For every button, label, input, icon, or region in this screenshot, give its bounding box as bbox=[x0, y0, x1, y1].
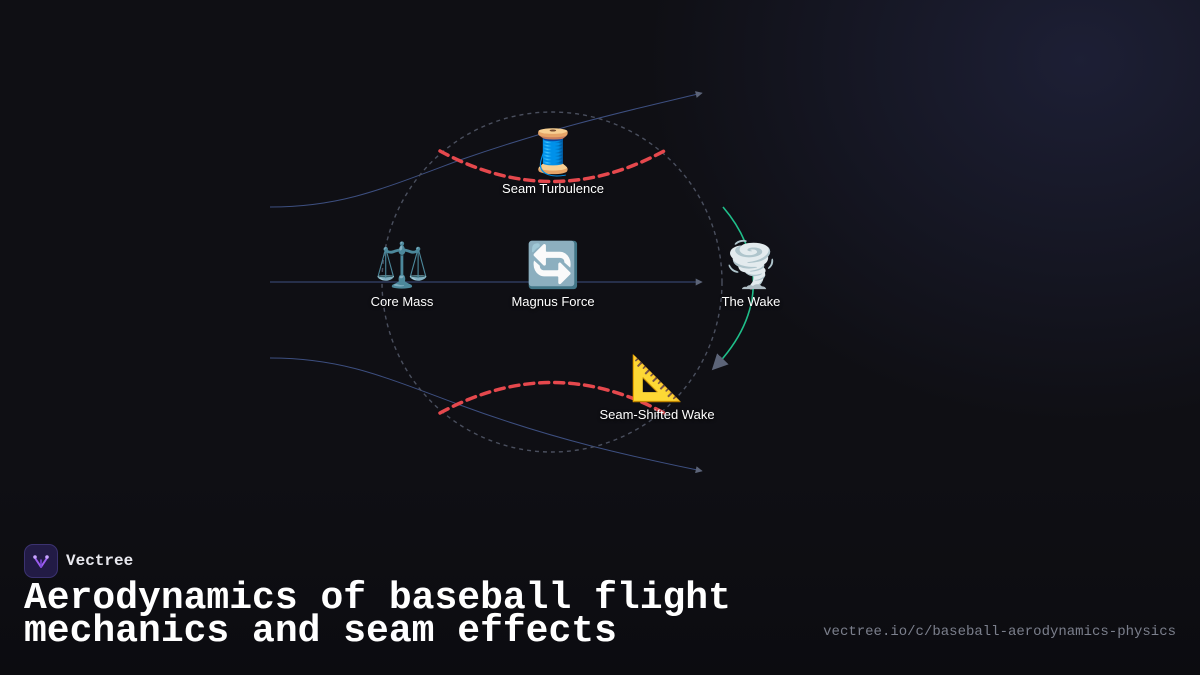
node-magnus-force: 🔄 Magnus Force bbox=[473, 240, 633, 310]
spool-of-thread-icon: 🧵 bbox=[525, 127, 581, 178]
balance-scale-icon: ⚖️ bbox=[374, 240, 430, 291]
baseball-outline bbox=[381, 111, 723, 453]
node-label: Magnus Force bbox=[511, 294, 595, 309]
wake-arc bbox=[711, 206, 755, 371]
node-seam-shifted-wake: 📐 Seam-Shifted Wake bbox=[577, 353, 737, 423]
page-url[interactable]: vectree.io/c/baseball-aerodynamics-physi… bbox=[823, 624, 1176, 640]
node-label: The Wake bbox=[721, 294, 781, 309]
node-label: Seam Turbulence bbox=[502, 181, 604, 196]
node-label: Seam-Shifted Wake bbox=[599, 407, 715, 422]
node-core-mass: ⚖️ Core Mass bbox=[322, 240, 482, 310]
counterclockwise-arrows-icon: 🔄 bbox=[525, 240, 581, 291]
lower-seam bbox=[438, 380, 666, 415]
lower-streamline bbox=[269, 357, 703, 474]
upper-seam bbox=[438, 149, 666, 184]
node-label: Core Mass bbox=[370, 294, 434, 309]
triangular-ruler-icon: 📐 bbox=[629, 353, 685, 404]
vectree-logo-icon bbox=[24, 544, 58, 578]
node-seam-turbulence: 🧵 Seam Turbulence bbox=[473, 127, 633, 197]
node-the-wake: 🌪️ The Wake bbox=[671, 240, 831, 310]
tornado-icon: 🌪️ bbox=[723, 240, 779, 291]
page-title: Aerodynamics of baseball flight mechanic… bbox=[24, 577, 731, 653]
brand-name: Vectree bbox=[66, 552, 134, 570]
brand: Vectree bbox=[24, 544, 133, 578]
